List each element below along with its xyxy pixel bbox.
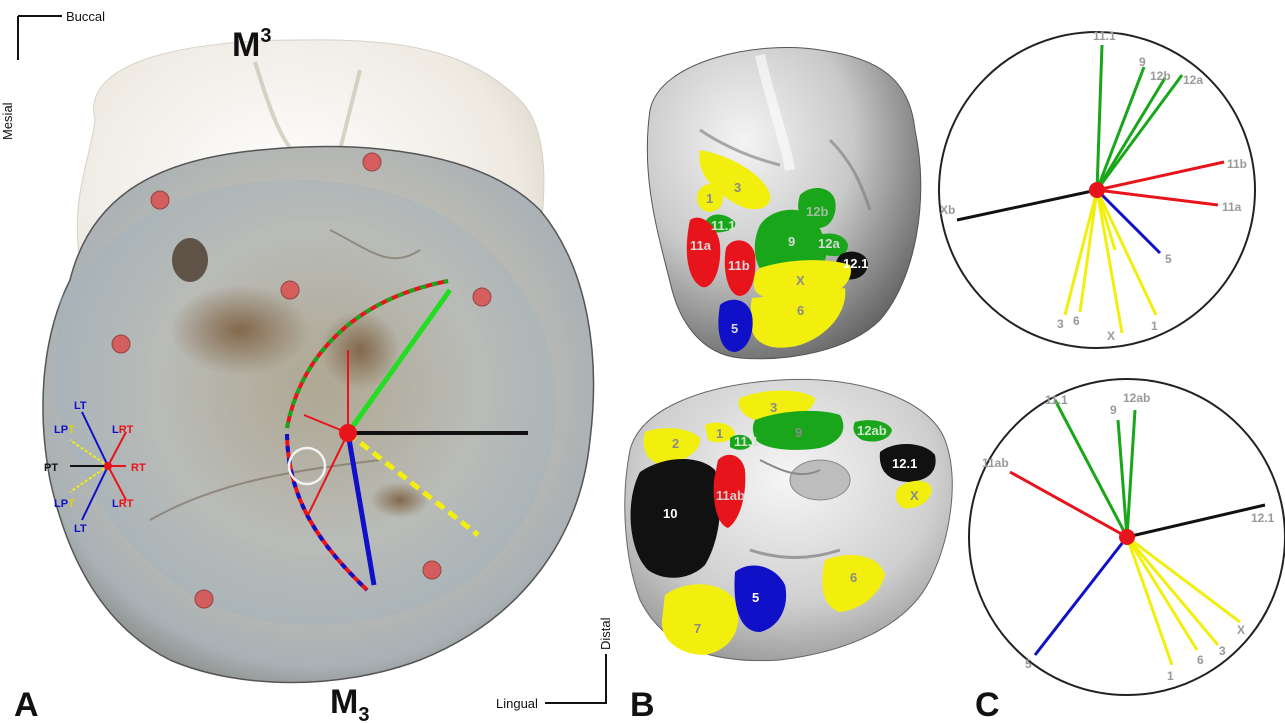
rose-up-9: 9 — [1139, 55, 1146, 69]
lower-reg-x: X — [910, 488, 919, 503]
upper-reg-1: 1 — [706, 191, 713, 206]
upper-reg-11b: 11b — [728, 258, 750, 273]
orientation-axes-top: Buccal Mesial — [0, 9, 105, 140]
mesial-label: Mesial — [0, 102, 15, 140]
upper-reg-11a: 11a — [690, 238, 712, 253]
upper-reg-12-1: 12.1 — [843, 256, 868, 271]
panel-b-label: B — [630, 686, 655, 723]
upper-reg-6: 6 — [797, 303, 804, 318]
rose-up-11b: 11b — [1227, 157, 1247, 171]
lower-reg-12-1: 12.1 — [892, 456, 917, 471]
pt-label: PT — [44, 462, 58, 474]
lower-reg-11-1: 11.1 — [734, 434, 759, 449]
lpt-top-lp: LPT — [54, 424, 75, 436]
buccal-label: Buccal — [66, 9, 105, 24]
upper-reg-12a: 12a — [818, 236, 840, 251]
lower-reg-6: 6 — [850, 570, 857, 585]
rose-up-3: 3 — [1057, 317, 1064, 331]
rose-up-11a: 11a — [1222, 200, 1242, 214]
rose-low-x: X — [1237, 623, 1245, 637]
rose-low-12ab: 12ab — [1123, 391, 1150, 405]
rose-low-12-1: 12.1 — [1251, 511, 1275, 525]
lpt-bottom-lp: LPT — [54, 498, 75, 510]
rose-low-9: 9 — [1110, 403, 1117, 417]
rose-up-6: 6 — [1073, 314, 1080, 328]
lower-reg-3: 3 — [770, 400, 777, 415]
panel-a: Buccal Mesial — [0, 9, 613, 723]
lower-reg-9: 9 — [795, 425, 802, 440]
orientation-axes-bottom: Lingual Distal — [496, 617, 613, 711]
rose-upper-center — [1089, 182, 1105, 198]
distal-label: Distal — [598, 617, 613, 650]
upper-reg-3: 3 — [734, 180, 741, 195]
panel-c: C 11.1 9 12b 12a 11b 11a Xb 5 — [939, 29, 1285, 723]
lower-molar-title: M3 — [330, 683, 369, 723]
lower-reg-10: 10 — [663, 506, 677, 521]
lrt-bottom-label: LRT — [112, 498, 134, 510]
rose-lower-center — [1119, 529, 1135, 545]
lower-reg-2: 2 — [672, 436, 679, 451]
upper-reg-9: 9 — [788, 234, 795, 249]
panel-c-label: C — [975, 686, 1000, 723]
region-7 — [662, 584, 738, 655]
lt-top-label: LT — [74, 400, 87, 412]
rose-low-11-1: 11.1 — [1045, 393, 1068, 407]
panel-b: B 3 1 11.1 11a 11b 9 12b 1 — [625, 48, 952, 723]
lower-reg-11ab: 11ab — [716, 488, 745, 503]
lt-bottom-label: LT — [74, 523, 87, 535]
rose-up-x: X — [1107, 329, 1115, 343]
rose-up-1: 1 — [1151, 319, 1158, 333]
lower-reg-12ab: 12ab — [857, 423, 887, 438]
rose-up-xb: Xb — [940, 203, 955, 217]
lower-reg-1: 1 — [716, 426, 723, 441]
rose-low-1: 1 — [1167, 669, 1174, 683]
rose-low-5: 5 — [1025, 657, 1032, 671]
lrt-top-label: LRT — [112, 424, 134, 436]
lingual-label: Lingual — [496, 696, 538, 711]
upper-reg-11-1: 11.1 — [711, 218, 736, 233]
rose-low-3: 3 — [1219, 644, 1226, 658]
rt-label: RT — [131, 462, 146, 474]
upper-reg-5: 5 — [731, 321, 738, 336]
upper-reg-12b: 12b — [806, 204, 828, 219]
rose-up-12a: 12a — [1183, 73, 1203, 87]
rose-up-5: 5 — [1165, 252, 1172, 266]
lower-reg-5: 5 — [752, 590, 759, 605]
rose-low-11ab: 11ab — [982, 456, 1009, 470]
panel-a-label: A — [14, 686, 39, 723]
lower-reg-7: 7 — [694, 621, 701, 636]
rose-up-11-1: 11.1 — [1093, 29, 1116, 43]
rose-up-12b: 12b — [1150, 69, 1171, 83]
upper-reg-x: X — [796, 273, 805, 288]
rose-low-6: 6 — [1197, 653, 1204, 667]
